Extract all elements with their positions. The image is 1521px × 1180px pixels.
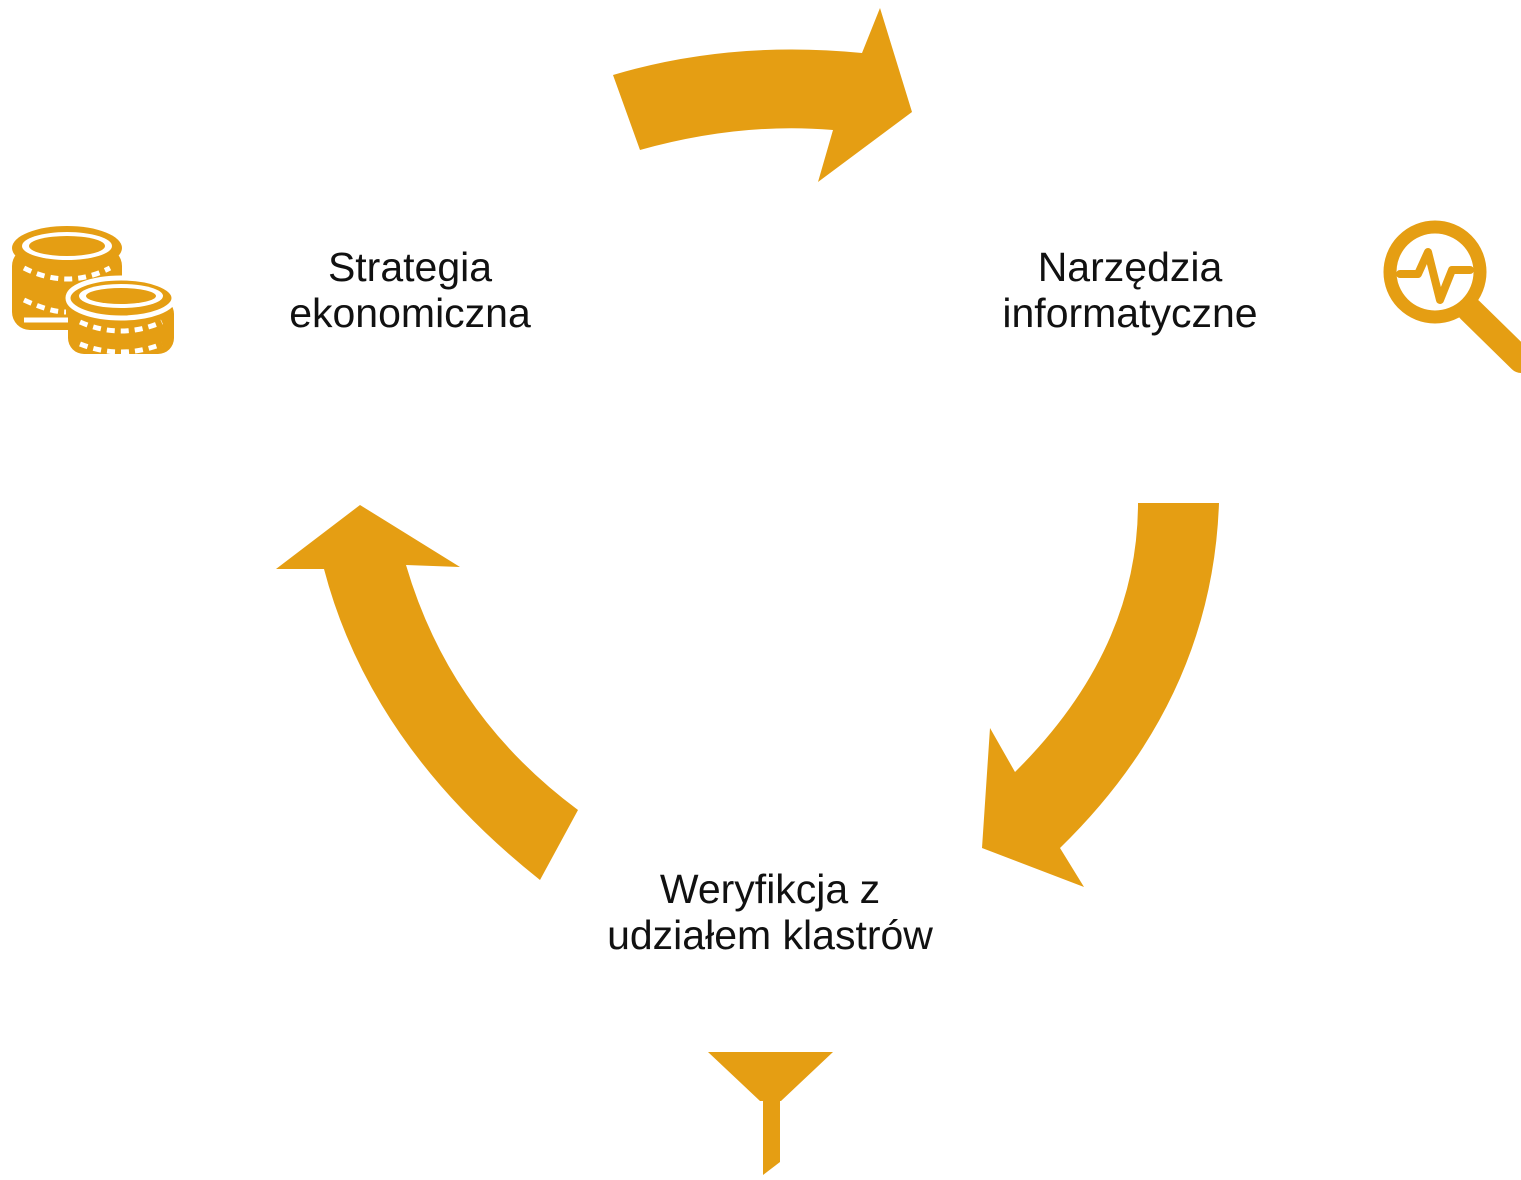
magnifier-pulse-icon — [1383, 220, 1521, 373]
node-label-verify: Weryfikcja z udziałem klastrów — [560, 866, 980, 958]
node-label-strategy: Strategia ekonomiczna — [250, 244, 570, 336]
coins-icon — [12, 226, 177, 355]
node-label-verify-line-1: Weryfikcja z — [659, 866, 881, 912]
node-label-tools: Narzędzia informatyczne — [970, 244, 1290, 336]
node-label-strategy-line-1: Strategia — [327, 244, 493, 290]
funnel-icon — [708, 1052, 833, 1175]
node-label-tools-line-1: Narzędzia — [1037, 244, 1223, 290]
node-label-tools-line-2: informatyczne — [1002, 290, 1258, 336]
arrow-tools-to-verify — [982, 503, 1219, 887]
arrow-verify-to-strategy — [276, 505, 578, 880]
node-label-verify-line-2: udziałem klastrów — [607, 912, 933, 958]
arrow-strategy-to-tools — [613, 8, 912, 182]
node-label-strategy-line-2: ekonomiczna — [289, 290, 531, 336]
